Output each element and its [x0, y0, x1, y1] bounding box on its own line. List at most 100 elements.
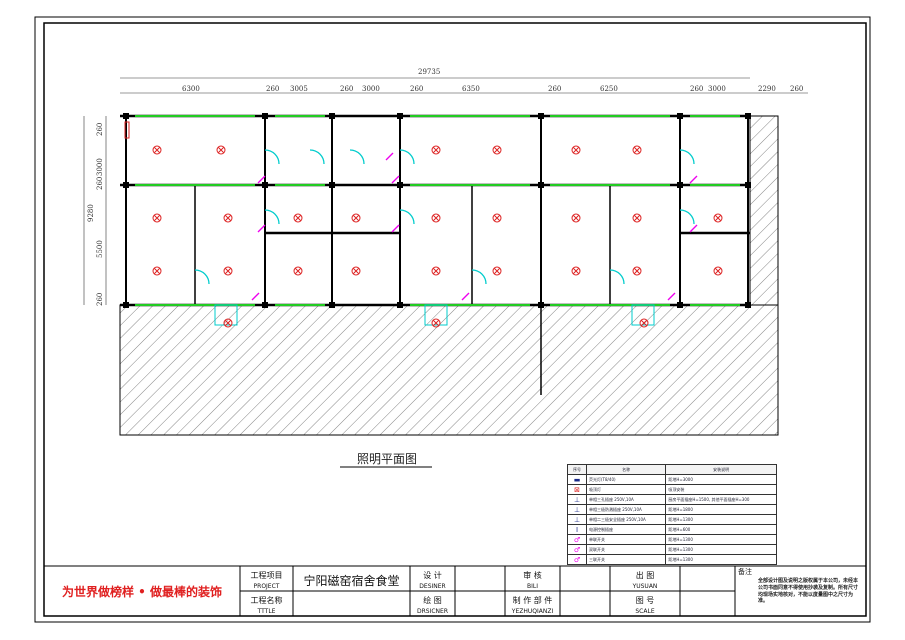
door-swing: [194, 269, 210, 285]
dim-left: 5500: [96, 240, 104, 258]
door-opening: [631, 304, 655, 326]
ceiling-lamp-icon: [152, 213, 162, 223]
switch-icon: [391, 224, 400, 233]
legend-name: 单相二三极安全插座 250V,10A: [585, 514, 667, 525]
legend-table: 序号名称安装说明 ▬荧光灯(T8/40)距地H=3000⊠吸顶灯吸顶安装⊥单相三…: [567, 464, 777, 565]
legend-header-name: 名称: [585, 464, 667, 475]
drafter-label-en: DRSICNER: [416, 608, 448, 615]
dim-left: 3000: [96, 158, 104, 176]
dim-top: 260: [690, 85, 704, 93]
ceiling-lamp-icon: [431, 266, 441, 276]
legend-note: 吸顶安装: [665, 484, 777, 495]
made-label-en: YEZHUQIANZI: [511, 608, 554, 615]
dim-left: 260: [96, 176, 104, 190]
column: [262, 182, 268, 188]
slogan: 为世界做榜样 • 做最棒的装饰: [61, 585, 223, 599]
dim-left: 260: [96, 122, 104, 136]
door-swing: [399, 149, 415, 165]
notes-label: 备注: [738, 568, 752, 576]
ceiling-lamp-icon: [152, 266, 162, 276]
switch-icon: [257, 224, 266, 233]
title-label-cn: 工程名称: [250, 596, 283, 605]
ceiling-lamp-icon: [431, 145, 441, 155]
column: [123, 113, 129, 119]
ceiling-lamp-icon: [432, 319, 440, 327]
legend-name: 双联开关: [585, 544, 667, 555]
door-swing: [471, 269, 487, 285]
door-swing: [264, 209, 280, 225]
door-swing: [679, 209, 695, 225]
ceiling-lamp-icon: [351, 266, 361, 276]
distribution-box-icon: [124, 121, 130, 139]
column: [329, 182, 335, 188]
column: [397, 113, 403, 119]
socket-three-pin-icon: ⊥: [567, 494, 587, 505]
legend-note: 距地H=1300: [665, 544, 777, 555]
ceiling-lamp-icon: [713, 266, 723, 276]
dim-top: 6350: [462, 85, 480, 93]
dim-top: 260: [410, 85, 424, 93]
ceiling-lamp-icon: [493, 267, 501, 275]
legend-note: 距地H=600: [665, 524, 777, 535]
legend-name: 单相三孔插座 250V,10A: [585, 494, 667, 505]
column: [745, 302, 751, 308]
ceiling-lamp-icon: ⊠: [567, 484, 587, 495]
column: [745, 182, 751, 188]
control-socket-icon: Ⅰ: [567, 524, 587, 535]
column: [329, 113, 335, 119]
ceiling-lamp-icon: [572, 267, 580, 275]
ceiling-lamp-icon: [224, 319, 232, 327]
ceiling-lamp-icon: [713, 213, 723, 223]
ceiling-lamp-icon: [571, 213, 581, 223]
legend-note: 距地H=3000: [665, 474, 777, 485]
switch-icon: [385, 152, 394, 161]
ceiling-lamp-icon: [224, 214, 232, 222]
dim-left-overall: 9280: [87, 204, 95, 222]
ceiling-lamp-icon: [217, 146, 225, 154]
ceiling-lamp-icon: [632, 145, 642, 155]
dim-top: 3000: [362, 85, 380, 93]
ceiling-lamp-icon: [432, 267, 440, 275]
project-value: 宁阳磁窑宿舍食堂: [303, 574, 400, 588]
ceiling-lamp-icon: [153, 214, 161, 222]
column: [397, 182, 403, 188]
fluorescent-lamp-icon: ▬: [567, 474, 587, 485]
dim-top: 260: [790, 85, 804, 93]
column: [538, 302, 544, 308]
designer-label-cn: 设 计: [423, 571, 442, 580]
ceiling-lamp-icon: [493, 214, 501, 222]
legend-header-note: 安装说明: [665, 464, 777, 475]
legend-row: ♂单联开关距地H=1300: [567, 534, 777, 545]
date-label-cn: 出 图: [635, 571, 655, 580]
ceiling-lamp-icon: [572, 146, 580, 154]
ceiling-lamp-icon: [714, 267, 722, 275]
ceiling-lamp-icon: [294, 267, 302, 275]
column: [262, 302, 268, 308]
column: [677, 113, 683, 119]
triple-switch-icon: ♂: [567, 554, 587, 565]
column: [329, 302, 335, 308]
hatched-area-side: [749, 115, 779, 306]
ceiling-lamp-icon: [294, 214, 302, 222]
switch-icon: [257, 175, 266, 184]
ceiling-lamp-icon: [714, 214, 722, 222]
legend-header-no: 序号: [567, 464, 587, 475]
dim-overall-width: 29735: [418, 68, 441, 76]
legend-row: ⊠吸顶灯吸顶安装: [567, 484, 777, 495]
notes-text: 全部设计图及说明之版权属于本公司，未经本公司书面同意不得使用抄袭及复制。所有尺寸…: [758, 578, 859, 605]
ceiling-lamp-icon: [572, 214, 580, 222]
legend-note: 距地H=1800: [665, 504, 777, 515]
ceiling-lamp-icon: [431, 318, 441, 328]
title-label-en: TTTLE: [257, 608, 276, 615]
column: [538, 182, 544, 188]
legend-name: 单联开关: [585, 534, 667, 545]
legend-row: ♂双联开关距地H=1300: [567, 544, 777, 555]
switch-icon: [689, 175, 698, 184]
legend-note: 距地H=1300: [665, 534, 777, 545]
column: [677, 302, 683, 308]
door-swing: [399, 209, 415, 225]
